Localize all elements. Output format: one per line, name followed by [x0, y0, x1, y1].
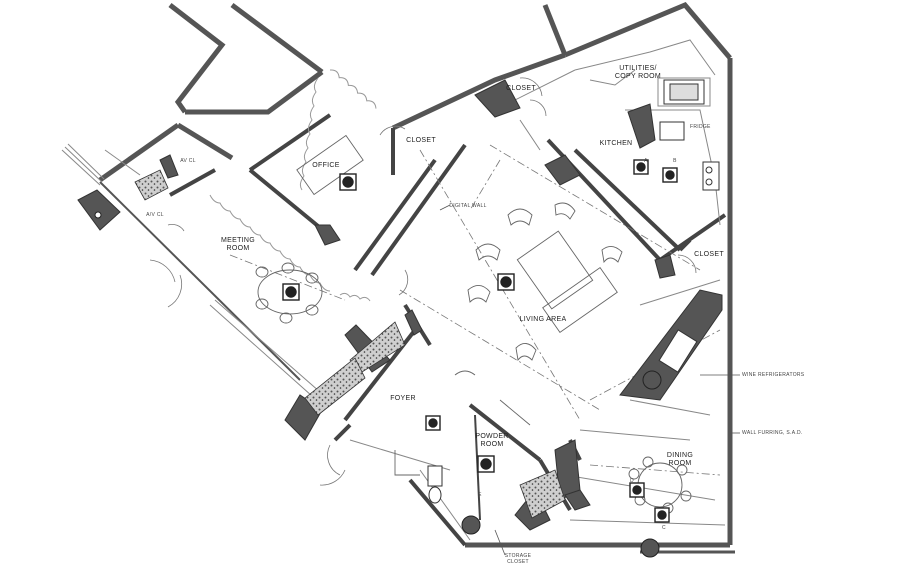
exterior-walls [98, 1, 735, 554]
furniture [255, 134, 692, 514]
dining-room-label-1: DINING [666, 452, 694, 459]
door-swings [149, 77, 697, 486]
fixtures [427, 79, 720, 504]
interior-walls [169, 113, 727, 547]
storage-closet-label-1: STORAGE [504, 553, 532, 559]
meeting-room-label-2: ROOM [226, 245, 250, 252]
tag-a-kitchen: A [644, 158, 648, 164]
fridge-tag: FRIDGE [690, 124, 711, 130]
dining-room-label: DINING ROOM [660, 452, 700, 468]
utilities-room-label-1: UTILITIES/ [619, 65, 657, 72]
dining-room-label-2: ROOM [668, 460, 692, 467]
closet-top-label: CLOSET [506, 85, 536, 92]
closet-right-label: CLOSET [694, 251, 724, 258]
powder-room-label: POWDER ROOM [472, 433, 512, 449]
storage-closet-label-2: CLOSET [507, 559, 529, 565]
meeting-room-label-1: MEETING [221, 237, 255, 244]
light-fixtures [282, 159, 678, 523]
storage-closet-label: STORAGE CLOSET [500, 553, 536, 565]
tag-d-dining: D [630, 478, 634, 484]
av-closet-bottom-label: A/V CL [146, 212, 164, 218]
powder-room-label-2: ROOM [480, 441, 504, 448]
meeting-room-label: MEETING ROOM [218, 237, 258, 253]
callout-leaders [439, 204, 740, 556]
digital-wall-label: DIGITAL WALL [449, 203, 487, 209]
av-closet-top-label: AV CL [180, 158, 196, 164]
office-closet-label: CLOSET [406, 137, 436, 144]
office-label: OFFICE [312, 162, 340, 169]
stone-infill [134, 169, 566, 519]
kitchen-label: KITCHEN [599, 140, 633, 147]
wall-furring-callout: WALL FURRING, S.A.D. [742, 430, 803, 436]
wine-refrigerators-callout: WINE REFRIGERATORS [742, 372, 805, 378]
utilities-room-label-2: COPY ROOM [614, 73, 662, 80]
thin-lines [61, 39, 726, 541]
utilities-room-label: UTILITIES/ COPY ROOM [608, 65, 668, 81]
tag-b-kitchen: B [673, 158, 677, 164]
powder-room-label-1: POWDER [475, 433, 509, 440]
tag-e-powder: E [478, 492, 482, 498]
tag-c-dining: C [662, 525, 666, 531]
living-area-label: LIVING AREA [519, 316, 567, 323]
round-columns [94, 211, 662, 558]
foyer-label: FOYER [390, 395, 416, 402]
